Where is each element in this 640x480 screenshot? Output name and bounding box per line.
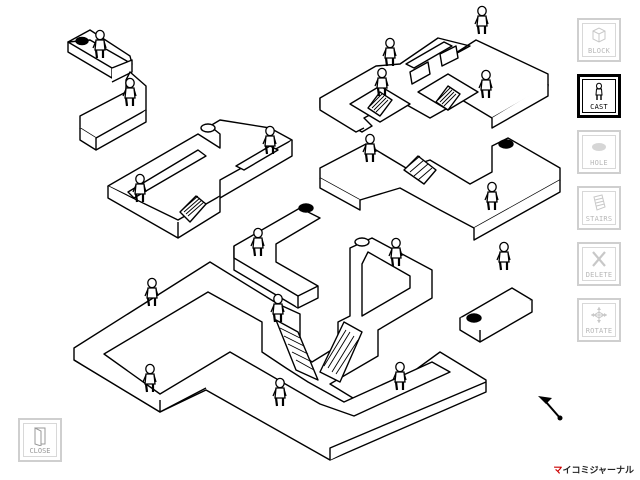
rotate-icon <box>591 307 607 323</box>
door-icon <box>34 427 46 446</box>
cursor-arrow-icon <box>538 396 563 421</box>
hole-icon <box>592 143 606 151</box>
stairs-icon <box>593 194 606 211</box>
block-upper-right[interactable] <box>319 37 549 133</box>
tool-stairs-button[interactable]: STAIRS <box>577 186 621 230</box>
tool-label: BLOCK <box>587 47 611 55</box>
tool-label: STAIRS <box>585 215 613 223</box>
character[interactable] <box>381 37 398 68</box>
block-center-l[interactable] <box>233 203 321 309</box>
character[interactable] <box>473 5 490 36</box>
tool-label: ROTATE <box>585 327 613 335</box>
tool-cast-button[interactable]: CAST <box>577 74 621 118</box>
brand-logo: マイコミジャーナル <box>553 466 634 476</box>
block-middle-right[interactable] <box>319 137 561 241</box>
tool-label: HOLE <box>590 159 608 167</box>
close-label: CLOSE <box>29 447 51 455</box>
tool-hole-button[interactable]: HOLE <box>577 130 621 174</box>
cast-icon <box>595 82 603 100</box>
tool-delete-button[interactable]: DELETE <box>577 242 621 286</box>
block-icon <box>592 27 606 43</box>
character[interactable] <box>495 241 512 272</box>
block-small-right[interactable] <box>459 287 533 343</box>
isometric-level <box>67 29 561 461</box>
tool-label: CAST <box>590 103 608 111</box>
tool-rotate-button[interactable]: ROTATE <box>577 298 621 342</box>
block-middle-left[interactable] <box>107 119 293 239</box>
block-lower-frame[interactable] <box>73 237 487 461</box>
delete-icon <box>592 251 606 267</box>
tool-label: DELETE <box>585 271 613 279</box>
close-button[interactable]: CLOSE <box>18 418 62 462</box>
tool-block-button[interactable]: BLOCK <box>577 18 621 62</box>
